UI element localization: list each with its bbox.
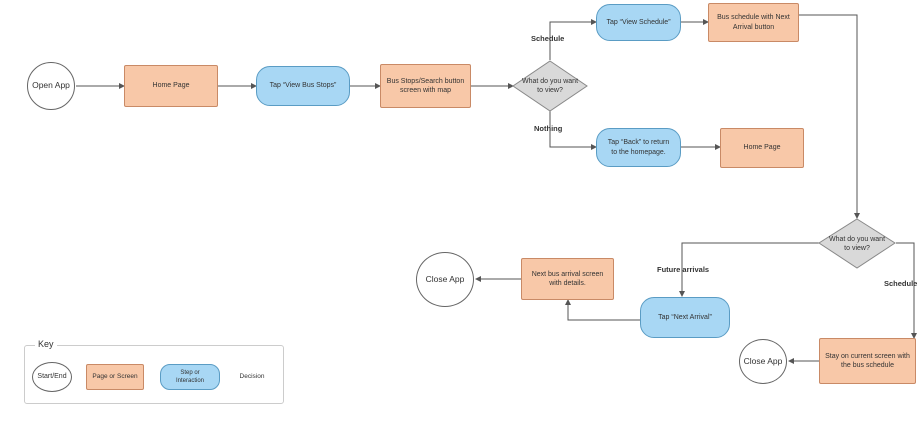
- edge-label-nothing: Nothing: [534, 124, 563, 133]
- decision-diamond-2: [818, 218, 896, 269]
- edge-decision-2-to-stay: [896, 242, 917, 339]
- edge-decision-to-view-schedule: [549, 19, 597, 60]
- edge-label-schedule-1: Schedule: [531, 34, 565, 43]
- decision-1-label: What do you want to view?: [521, 77, 579, 94]
- decision-diamond-1: [512, 60, 588, 112]
- decision-2-label: What do you want to view?: [828, 235, 886, 252]
- home-page-node: Home Page: [124, 65, 218, 107]
- end-close-app-1: Close App: [416, 252, 474, 307]
- legend-decision-label: Decision: [239, 372, 265, 380]
- start-open-app: Open App: [27, 62, 75, 110]
- bus-stops-search-node: Bus Stops/Search button screen with map: [380, 64, 471, 108]
- stay-on-screen-node: Stay on current screen with the bus sche…: [819, 338, 916, 384]
- tap-next-arrival-node: Tap “Next Arrival”: [640, 297, 730, 338]
- legend-step-or-interaction: Step or Interaction: [160, 364, 220, 390]
- edge-bus-schedule-to-decision-2: [799, 14, 860, 219]
- legend-start-end: Start/End: [32, 362, 72, 392]
- tap-view-bus-stops-node: Tap “View Bus Stops”: [256, 66, 350, 106]
- home-page-2-node: Home Page: [720, 128, 804, 168]
- tap-back-node: Tap “Back” to return to the homepage.: [596, 128, 681, 167]
- edge-label-schedule-2: Schedule: [884, 279, 918, 288]
- legend-title: Key: [35, 339, 57, 349]
- bus-schedule-node: Bus schedule with Next Arrival button: [708, 3, 799, 42]
- edge-decision-2-to-tap-next: [679, 242, 819, 297]
- edge-decision-to-back: [549, 111, 597, 150]
- legend-page-or-screen: Page or Screen: [86, 364, 144, 390]
- tap-view-schedule-node: Tap “View Schedule”: [596, 4, 681, 41]
- end-close-app-2: Close App: [739, 339, 787, 384]
- edge-tap-next-to-next-bus: [565, 299, 640, 321]
- edge-label-future-arrivals: Future arrivals: [657, 265, 710, 274]
- next-bus-arrival-node: Next bus arrival screen with details.: [521, 258, 614, 300]
